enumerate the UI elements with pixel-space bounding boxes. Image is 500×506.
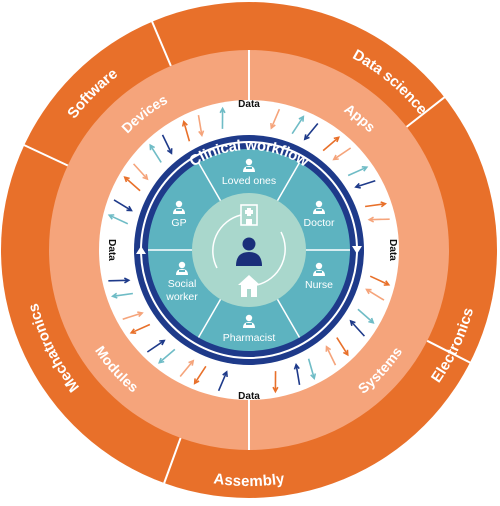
role-pharmacist: Pharmacist	[223, 332, 276, 344]
data-label-right: Data	[387, 239, 398, 261]
role-gp: GP	[171, 217, 186, 229]
role-nurse: Nurse	[305, 279, 333, 291]
data-label-left: Data	[106, 239, 117, 261]
data-label-top: Data	[238, 99, 260, 110]
data-label-bottom: Data	[238, 391, 260, 402]
role-loved-ones: Loved ones	[222, 175, 276, 187]
role-doctor: Doctor	[304, 217, 335, 229]
